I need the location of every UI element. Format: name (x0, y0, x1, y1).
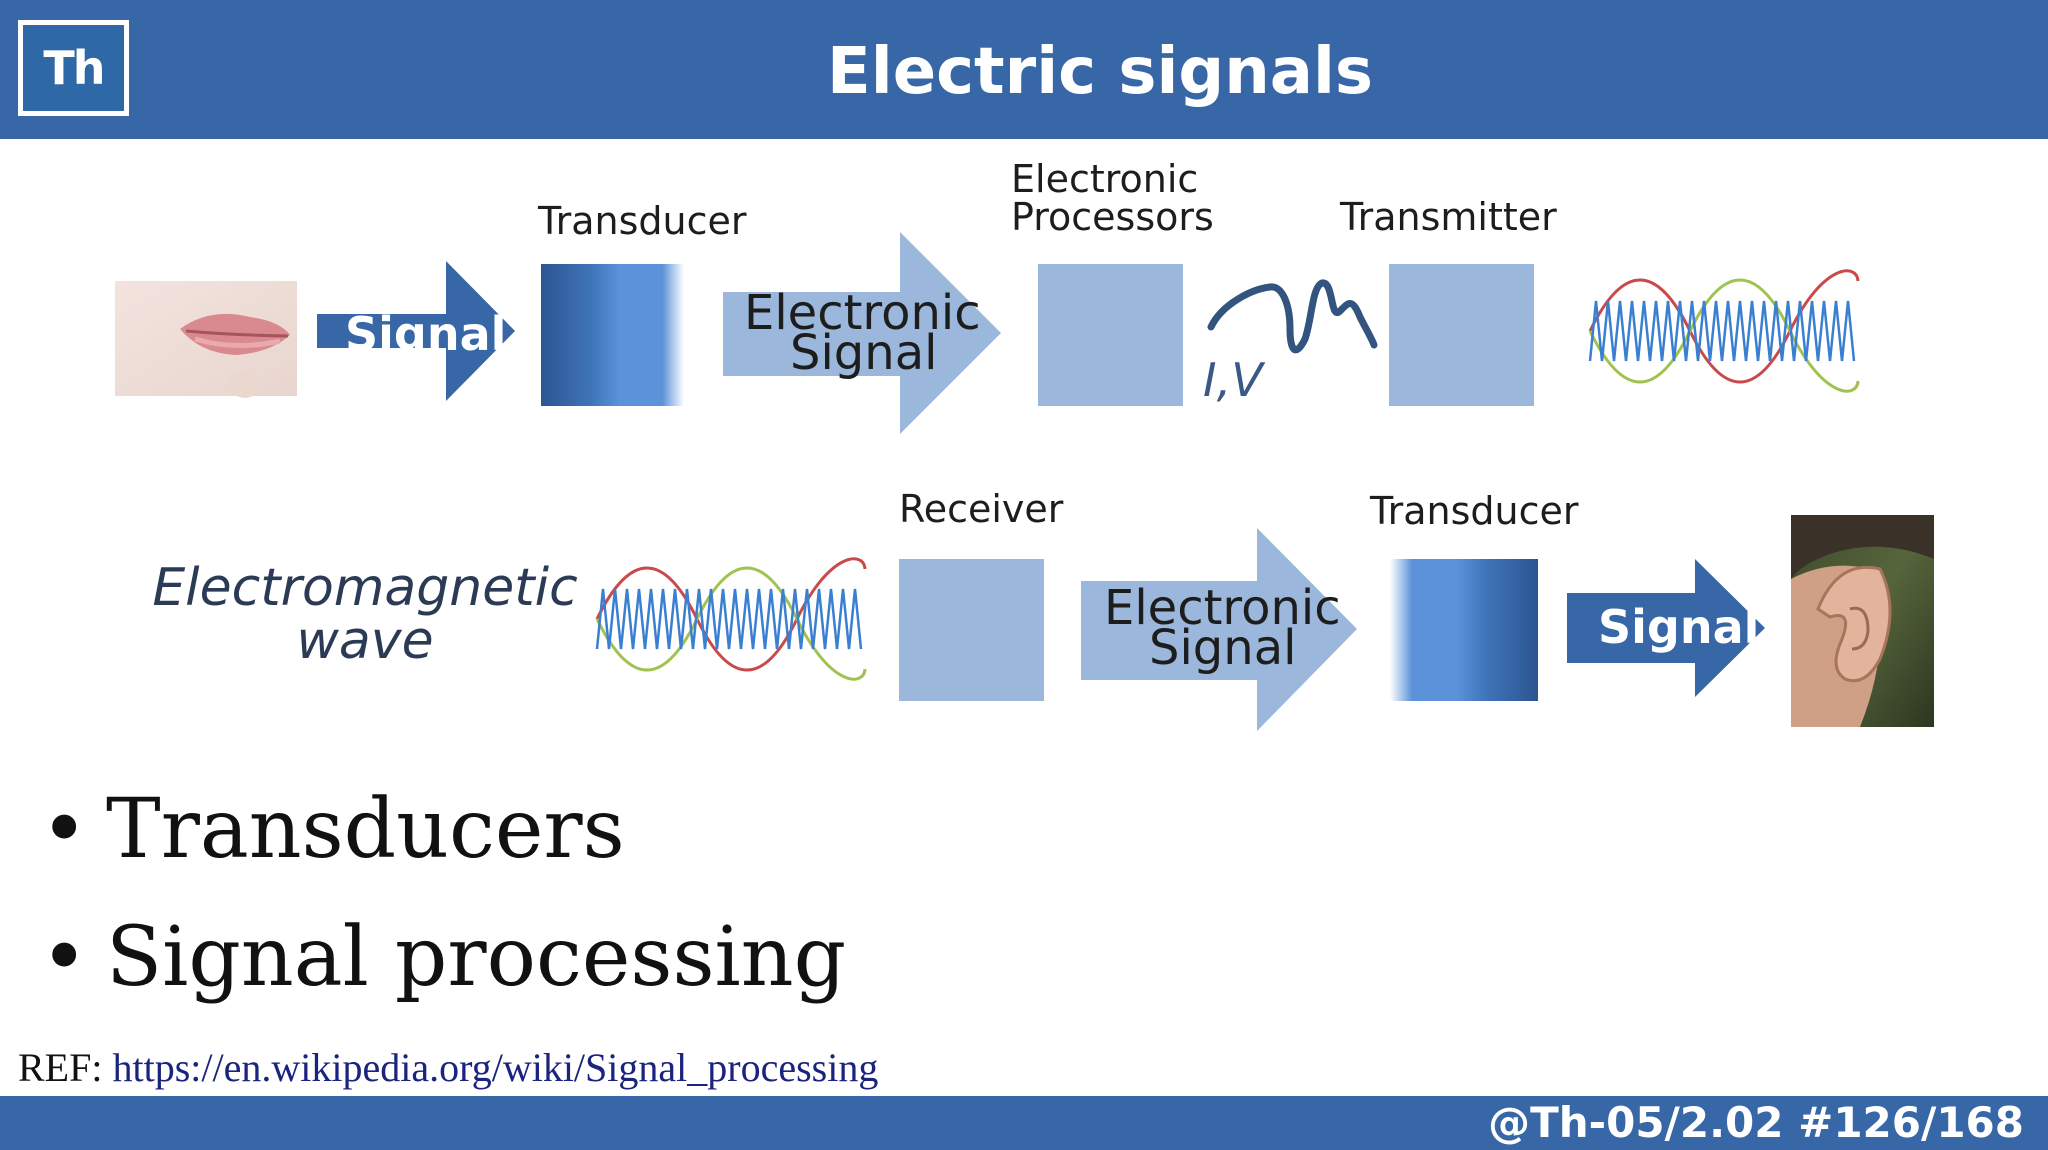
reference-prefix: REF: (18, 1045, 113, 1090)
bullet-text: Signal processing (106, 910, 847, 1005)
signal-arrow-top-label: Signal (345, 307, 507, 361)
signal-chain-diagram: Transducer Electronic Processors Transmi… (0, 139, 2048, 759)
em-wave-icon-top (1588, 269, 1860, 393)
receiver-label: Receiver (899, 487, 1064, 531)
em-wave-label-line2: wave (296, 611, 434, 671)
transmitter-box (1389, 264, 1534, 406)
slide-title: Electric signals (827, 35, 1373, 109)
iv-label: I,V (1203, 353, 1263, 407)
bullet-item: •Transducers (40, 775, 846, 903)
em-wave-icon-bottom (595, 557, 867, 681)
electronic-signal-bottom-line2: Signal (1149, 620, 1297, 676)
processors-label-line1: Electronic (1011, 157, 1199, 201)
slide-number: @Th-05/2.02 #126/168 (1488, 1098, 2024, 1147)
transmitter-label: Transmitter (1340, 195, 1557, 239)
electronic-signal-bottom-line1: Electronic (1104, 580, 1341, 636)
bullet-dot: • (40, 782, 89, 877)
electronic-signal-top-line1: Electronic (744, 285, 981, 341)
transducer-label-top: Transducer (538, 199, 747, 243)
processors-label-line2: Processors (1011, 195, 1214, 239)
logo: Th (18, 20, 129, 116)
bullet-list: •Transducers •Signal processing (40, 775, 846, 1031)
processor-box (1038, 264, 1183, 406)
signal-arrow-bottom-label: Signal (1598, 600, 1760, 654)
signal-arrow-top (317, 261, 515, 401)
electronic-signal-top-line2: Signal (790, 325, 938, 381)
reference-link[interactable]: https://en.wikipedia.org/wiki/Signal_pro… (112, 1045, 879, 1090)
header-bar: Th Electric signals (0, 0, 2048, 139)
reference-line: REF: https://en.wikipedia.org/wiki/Signa… (18, 1046, 878, 1090)
electronic-signal-arrow-top (723, 232, 1001, 434)
iv-signal-curve (1207, 279, 1378, 354)
bullet-dot: • (40, 910, 89, 1005)
ear-photo (1791, 515, 1934, 727)
em-wave-label-line1: Electromagnetic (152, 558, 578, 618)
transducer-box-top (541, 264, 684, 406)
receiver-box (899, 559, 1044, 701)
electronic-signal-arrow-bottom (1081, 528, 1357, 731)
transducer-box-bottom (1390, 559, 1538, 701)
lips-photo (115, 281, 297, 398)
signal-arrow-bottom (1567, 559, 1765, 697)
bullet-item: •Signal processing (40, 903, 846, 1031)
footer-bar: @Th-05/2.02 #126/168 (0, 1096, 2048, 1150)
diagram-graphics (115, 232, 1934, 731)
transducer-label-bottom: Transducer (1370, 489, 1579, 533)
bullet-text: Transducers (106, 782, 625, 877)
